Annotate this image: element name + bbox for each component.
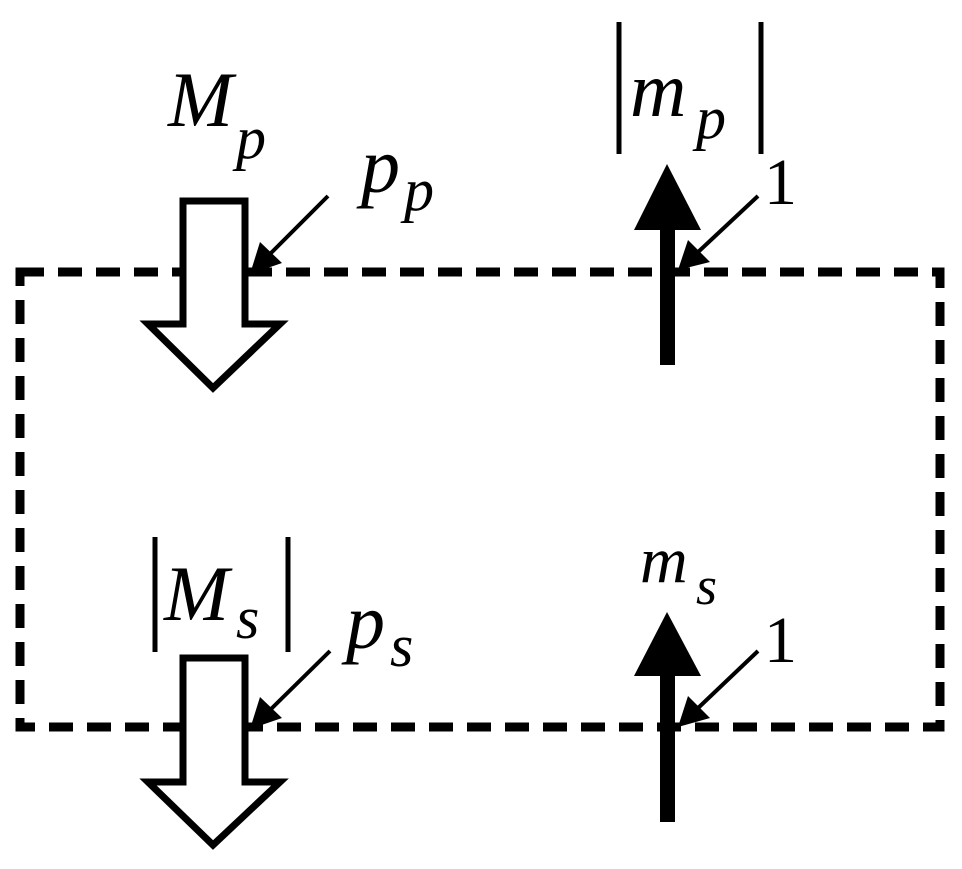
- label-pressure-secondary-base: p: [341, 578, 385, 665]
- label-mass-secondary-abs-sub: s: [236, 585, 259, 651]
- hollow-arrow-secondary: [139, 654, 289, 850]
- label-pressure-secondary-sub: s: [390, 613, 413, 679]
- label-mass-primary-base: M: [167, 56, 237, 143]
- control-volume-boundary: [15, 267, 945, 732]
- label-mass-primary-abs-base: m: [630, 46, 686, 133]
- label-mass-primary-abs-sub: p: [692, 85, 726, 151]
- label-mass-secondary: m s: [640, 524, 717, 616]
- label-pressure-primary-base: p: [356, 122, 400, 209]
- label-one-bottom: 1: [764, 604, 797, 677]
- label-pressure-primary: p p: [356, 122, 434, 223]
- solid-arrow-primary: [634, 164, 701, 365]
- label-mass-primary-abs: m p: [630, 46, 726, 151]
- hollow-arrow-primary: [139, 197, 289, 393]
- label-pressure-secondary: p s: [341, 578, 413, 679]
- label-one-top: 1: [764, 146, 797, 219]
- label-mass-secondary-base: m: [640, 524, 688, 597]
- pointer-arrow-ps: [250, 649, 332, 729]
- pointer-arrow-pp: [250, 194, 330, 274]
- label-pressure-primary-sub: p: [400, 157, 434, 223]
- label-mass-secondary-abs: M s: [163, 550, 259, 651]
- label-mass-secondary-sub: s: [696, 556, 717, 616]
- label-mass-primary: M p: [167, 56, 266, 171]
- solid-arrow-secondary: [634, 612, 701, 822]
- pointer-arrow-one-top: [678, 194, 760, 270]
- label-mass-secondary-abs-base: M: [163, 550, 233, 637]
- pointer-arrow-one-bottom: [678, 649, 760, 727]
- label-mass-primary-sub: p: [232, 105, 266, 171]
